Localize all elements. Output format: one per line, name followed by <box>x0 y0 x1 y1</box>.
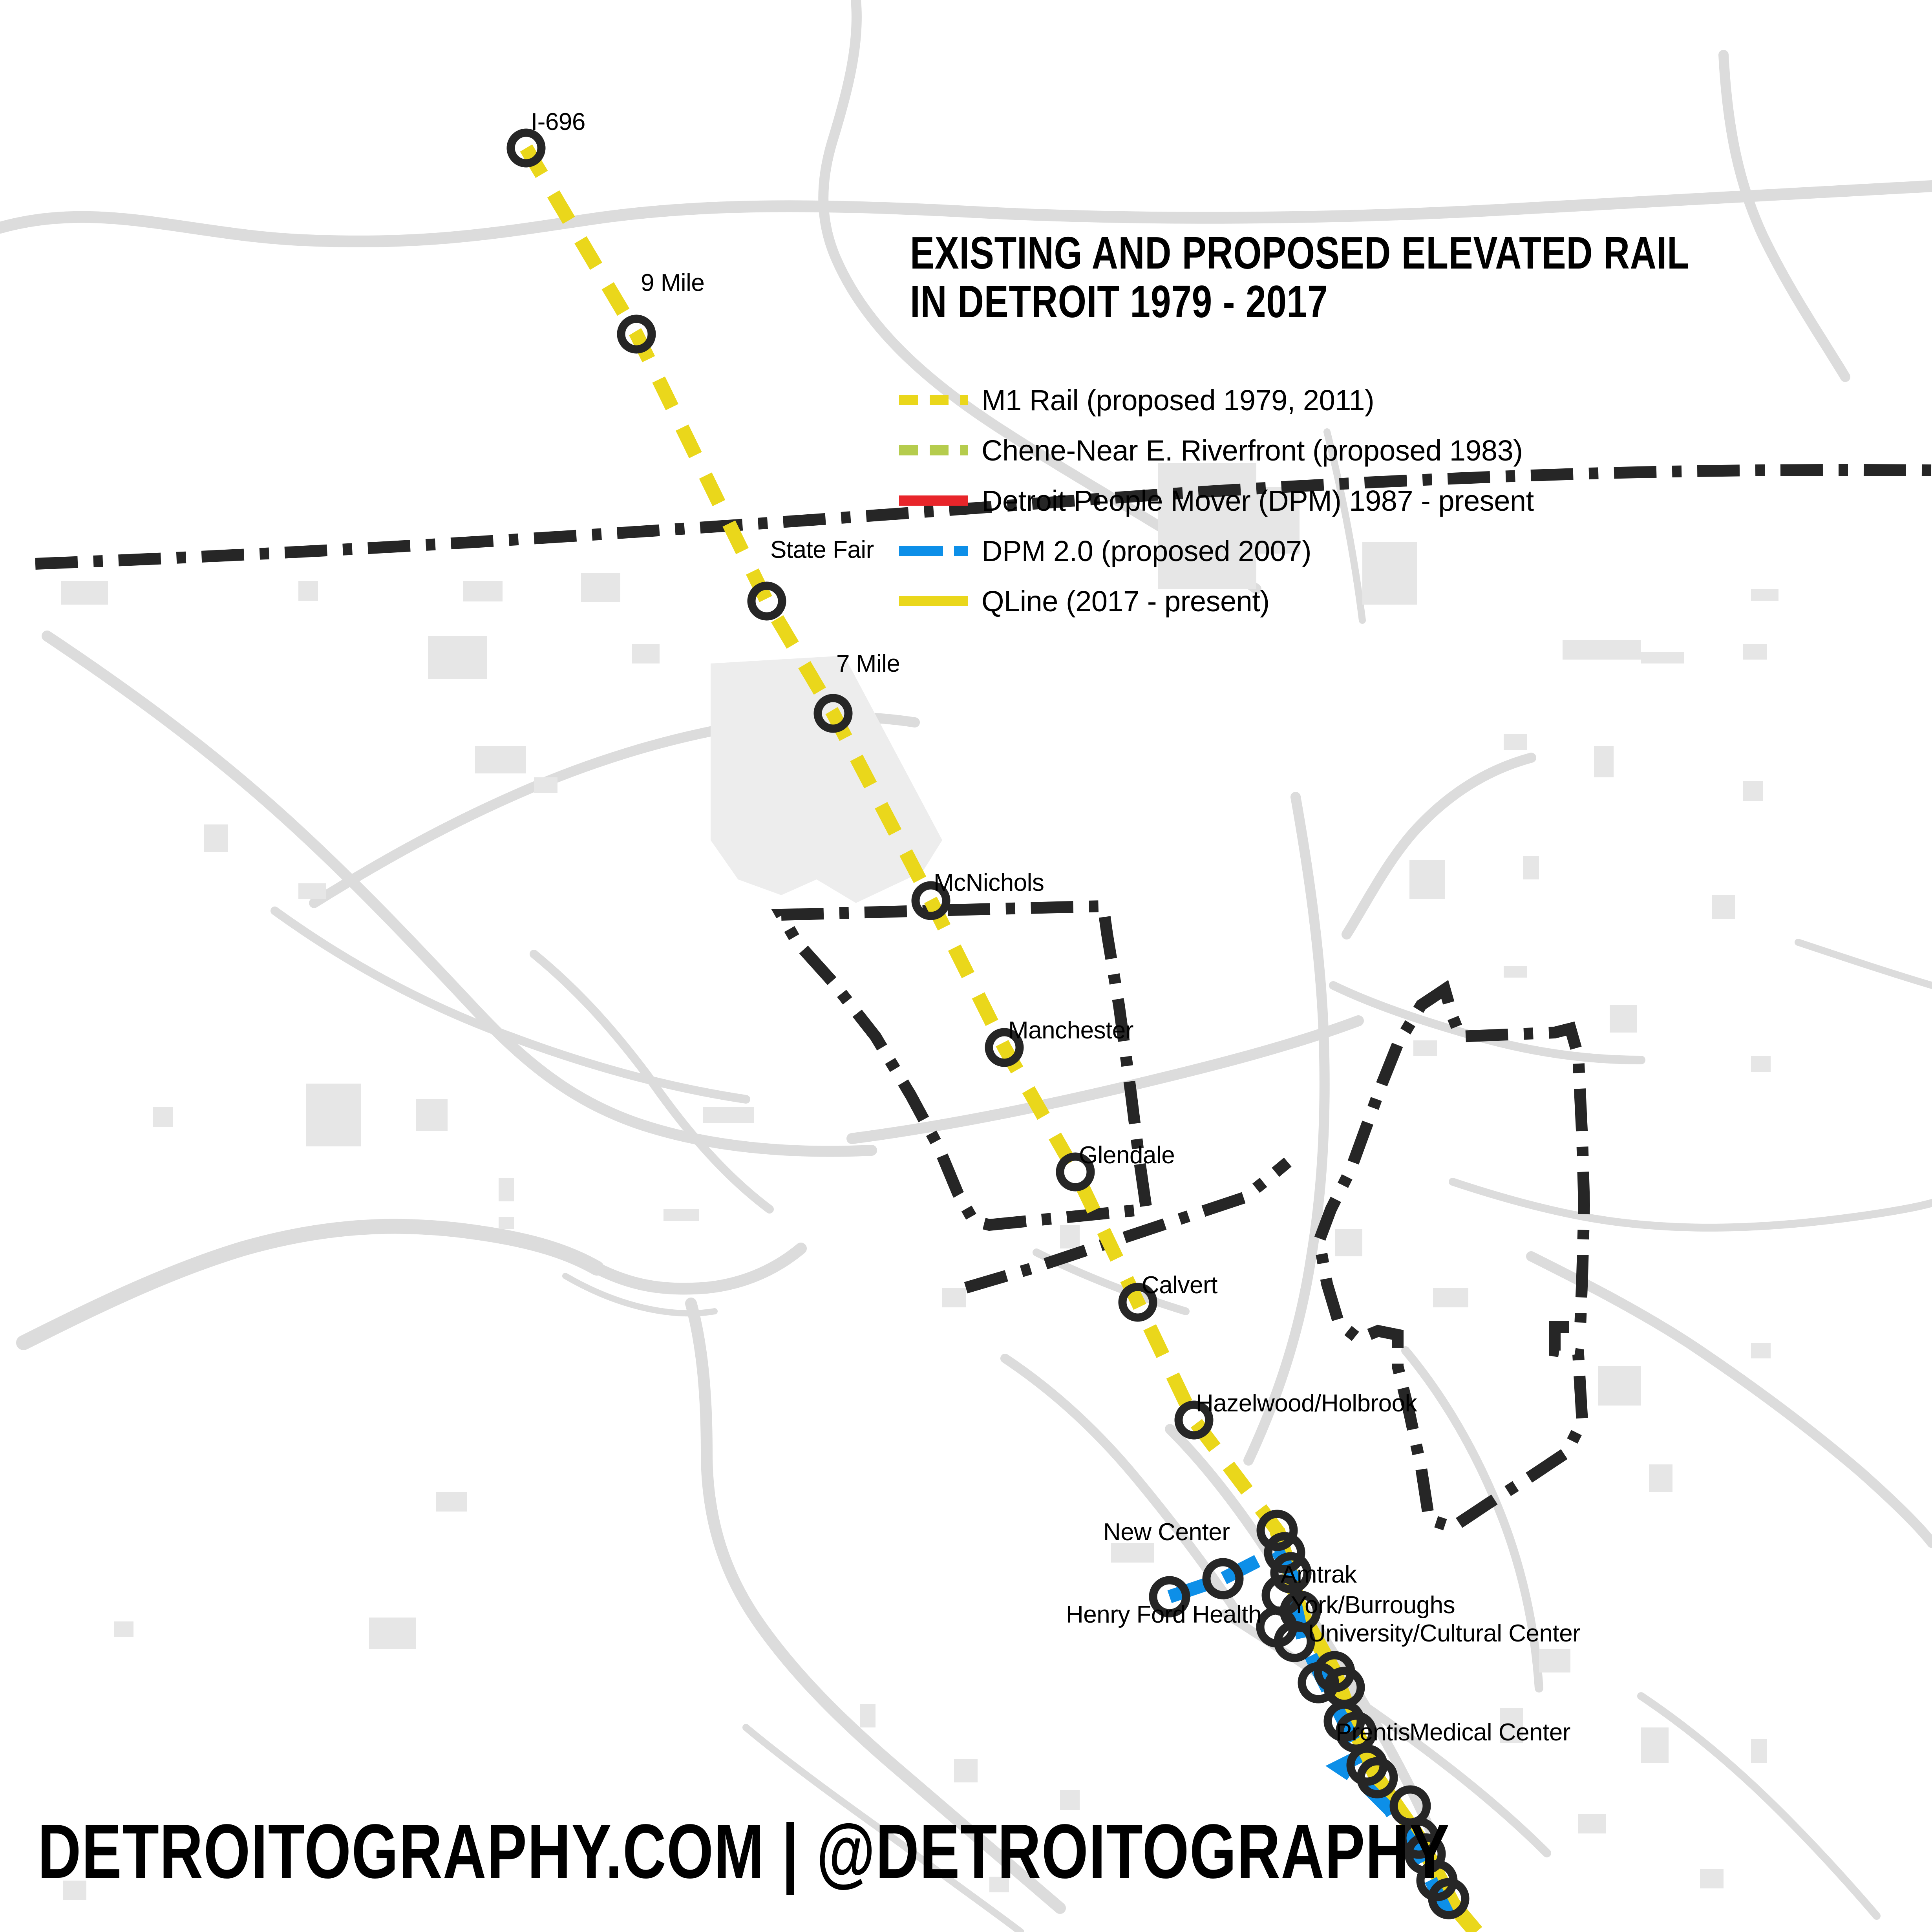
station-label-new-center: New Center <box>1103 1519 1230 1546</box>
station-label-hazelwood: Hazelwood/Holbrook <box>1196 1390 1417 1417</box>
legend-item-m1-rail: M1 Rail (proposed 1979, 2011) <box>899 375 1534 425</box>
station-label-york-burroughs: York/Burroughs <box>1291 1592 1455 1619</box>
legend-swatch-chene <box>899 445 968 455</box>
station-label-7-mile: 7 Mile <box>836 650 900 677</box>
legend-swatch-dpm-2 <box>899 546 968 556</box>
legend-label-dpm-2: DPM 2.0 (proposed 2007) <box>982 534 1311 567</box>
station-label-manchester: Manchester <box>1008 1017 1133 1044</box>
legend-item-dpm: Detroit People Mover (DPM) 1987 - presen… <box>899 475 1534 526</box>
legend-label-qline: QLine (2017 - present) <box>982 585 1270 618</box>
map-legend: M1 Rail (proposed 1979, 2011) Chene-Near… <box>899 375 1534 626</box>
station-label-university: University/Cultural Center <box>1308 1620 1581 1647</box>
station-label-prentis: Prentis <box>1336 1719 1410 1746</box>
station-label-henry-ford: Henry Ford Health <box>1066 1601 1262 1628</box>
station-label-medical-center: Medical Center <box>1409 1719 1570 1746</box>
legend-label-m1-rail: M1 Rail (proposed 1979, 2011) <box>982 384 1375 417</box>
station-markers <box>506 128 1470 1919</box>
legend-swatch-m1-rail <box>899 395 968 405</box>
legend-swatch-dpm <box>899 495 968 506</box>
footer-credit: DETROITOGRAPHY.COM | @DETROITOGRAPHY <box>38 1808 1450 1894</box>
station-label-state-fair: State Fair <box>770 536 874 563</box>
legend-label-chene: Chene-Near E. Riverfront (proposed 1983) <box>982 434 1523 467</box>
route-m1-rail <box>520 144 1459 1908</box>
legend-item-dpm-2: DPM 2.0 (proposed 2007) <box>899 526 1534 576</box>
station-label-calvert: Calvert <box>1142 1272 1217 1299</box>
station-label-9-mile: 9 Mile <box>641 269 705 296</box>
title-line-1: EXISTING AND PROPOSED ELEVATED RAIL <box>910 227 1690 278</box>
station-label-glendale: Glendale <box>1079 1142 1175 1169</box>
legend-item-qline: QLine (2017 - present) <box>899 576 1534 626</box>
station-label-mcnichols: McNichols <box>934 869 1044 896</box>
building-footprints <box>61 463 1778 1900</box>
legend-swatch-qline <box>899 596 968 606</box>
station-label-i-696: I-696 <box>531 108 585 135</box>
legend-item-chene: Chene-Near E. Riverfront (proposed 1983) <box>899 425 1534 475</box>
legend-label-dpm: Detroit People Mover (DPM) 1987 - presen… <box>982 484 1534 517</box>
map-title: EXISTING AND PROPOSED ELEVATED RAIL IN D… <box>910 228 1695 326</box>
station-label-amtrak: Amtrak <box>1281 1561 1357 1588</box>
title-line-2: IN DETROIT 1979 - 2017 <box>910 276 1328 327</box>
municipal-boundaries <box>35 464 1932 1534</box>
